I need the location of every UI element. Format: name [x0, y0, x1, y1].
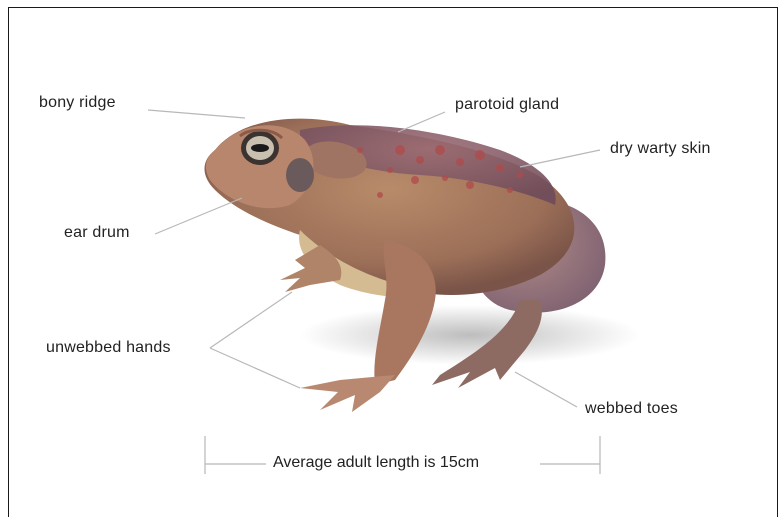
leader-unwebbed-hands-upper — [210, 292, 292, 348]
leader-webbed-toes — [515, 372, 577, 407]
scale-caption: Average adult length is 15cm — [273, 454, 479, 472]
label-webbed-toes: webbed toes — [585, 400, 678, 418]
leader-dry-warty-skin — [520, 150, 600, 167]
leader-unwebbed-hands-lower — [210, 348, 300, 388]
leader-parotoid-gland — [398, 112, 445, 132]
label-unwebbed-hands: unwebbed hands — [46, 339, 171, 357]
leader-ear-drum — [155, 198, 242, 234]
leader-bony-ridge — [148, 110, 245, 118]
label-bony-ridge: bony ridge — [39, 94, 116, 112]
label-dry-warty-skin: dry warty skin — [610, 140, 711, 158]
label-ear-drum: ear drum — [64, 224, 130, 242]
label-parotoid-gland: parotoid gland — [455, 96, 559, 114]
